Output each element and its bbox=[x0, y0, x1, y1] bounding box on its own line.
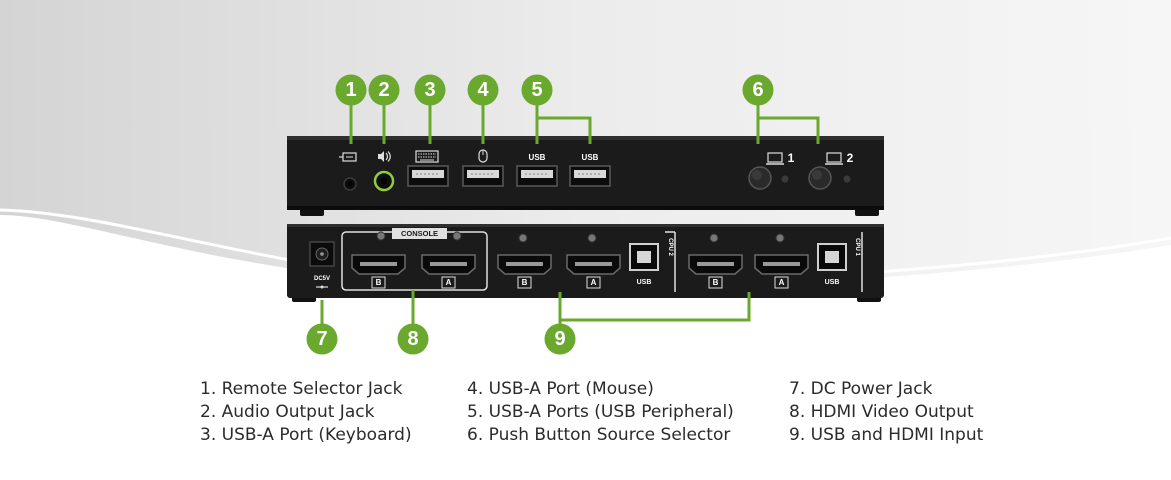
hdmi-port-cpu2-b bbox=[497, 233, 552, 275]
callout-1: 1 bbox=[345, 78, 357, 101]
legend-column-2: 4. USB-A Port (Mouse) 5. USB-A Ports (US… bbox=[467, 378, 734, 447]
usb-a-port-peripheral-1 bbox=[516, 165, 558, 187]
selector-2-label: 2 bbox=[846, 151, 854, 165]
usb-b-port-cpu2 bbox=[629, 243, 659, 271]
usb-b-port-cpu1 bbox=[817, 243, 847, 271]
legend-column-1: 1. Remote Selector Jack 2. Audio Output … bbox=[200, 378, 412, 447]
cpu1-label: CPU 1 bbox=[854, 238, 860, 256]
hdmi-port-cpu1-a bbox=[754, 233, 809, 275]
cpu2-a-label: A bbox=[590, 278, 597, 287]
legend-column-3: 7. DC Power Jack 8. HDMI Video Output 9.… bbox=[789, 378, 983, 447]
callout-7: 7 bbox=[316, 327, 328, 350]
keyboard-icon bbox=[415, 150, 439, 163]
computer-icon bbox=[766, 152, 784, 165]
hdmi-port-cpu2-a bbox=[566, 233, 621, 275]
usb-a-port-mouse bbox=[462, 165, 504, 187]
console-label: CONSOLE bbox=[400, 229, 439, 238]
legend-item: 3. USB-A Port (Keyboard) bbox=[200, 425, 412, 445]
console-b-label: B bbox=[375, 278, 382, 287]
legend-item: 7. DC Power Jack bbox=[789, 379, 933, 399]
legend-item: 2. Audio Output Jack bbox=[200, 402, 375, 422]
callout-8: 8 bbox=[407, 327, 419, 350]
selector-button-1 bbox=[748, 166, 789, 190]
cpu2-group bbox=[665, 231, 676, 292]
port-letter-boxes bbox=[371, 276, 789, 289]
callout-5: 5 bbox=[531, 78, 543, 101]
cpu2-usb-label: USB bbox=[636, 279, 652, 286]
remote-selector-jack bbox=[343, 177, 357, 191]
computer-icon-2 bbox=[825, 152, 843, 165]
usb-a-port-keyboard bbox=[407, 165, 449, 187]
callout-2: 2 bbox=[378, 78, 390, 101]
speaker-icon bbox=[378, 151, 391, 162]
cpu2-label: CPU 2 bbox=[667, 238, 673, 256]
hdmi-port-cpu1-b bbox=[688, 233, 743, 275]
selector-1-label: 1 bbox=[787, 151, 795, 165]
cpu2-b-label: B bbox=[521, 278, 528, 287]
callout-6: 6 bbox=[752, 78, 764, 101]
remote-jack-icon bbox=[339, 152, 357, 162]
audio-output-jack bbox=[373, 170, 395, 192]
dc-power-jack bbox=[309, 241, 335, 267]
callout-3: 3 bbox=[424, 78, 436, 101]
legend-item: 5. USB-A Ports (USB Peripheral) bbox=[467, 402, 734, 422]
callout-9: 9 bbox=[554, 327, 566, 350]
legend-item: 6. Push Button Source Selector bbox=[467, 425, 731, 445]
legend-item: 8. HDMI Video Output bbox=[789, 402, 974, 422]
usb-a-port-peripheral-2 bbox=[569, 165, 611, 187]
cpu1-a-label: A bbox=[778, 278, 785, 287]
legend-item: 9. USB and HDMI Input bbox=[789, 425, 984, 445]
power-label: DC5V bbox=[313, 276, 330, 282]
hdmi-port-console-a bbox=[421, 254, 476, 275]
legend-item: 4. USB-A Port (Mouse) bbox=[467, 379, 654, 399]
hdmi-port-console-b bbox=[351, 254, 406, 275]
cpu1-usb-label: USB bbox=[824, 279, 840, 286]
mouse-icon bbox=[478, 149, 488, 163]
usb-label-2: USB bbox=[581, 153, 599, 162]
console-a-label: A bbox=[445, 278, 452, 287]
callout-4: 4 bbox=[477, 78, 489, 101]
usb-label-1: USB bbox=[528, 153, 546, 162]
selector-button-2 bbox=[808, 166, 851, 190]
cpu1-b-label: B bbox=[712, 278, 719, 287]
legend-item: 1. Remote Selector Jack bbox=[200, 379, 403, 399]
callout-lines bbox=[320, 105, 820, 325]
power-polarity-icon bbox=[316, 285, 328, 289]
callout-circles bbox=[306, 74, 774, 355]
